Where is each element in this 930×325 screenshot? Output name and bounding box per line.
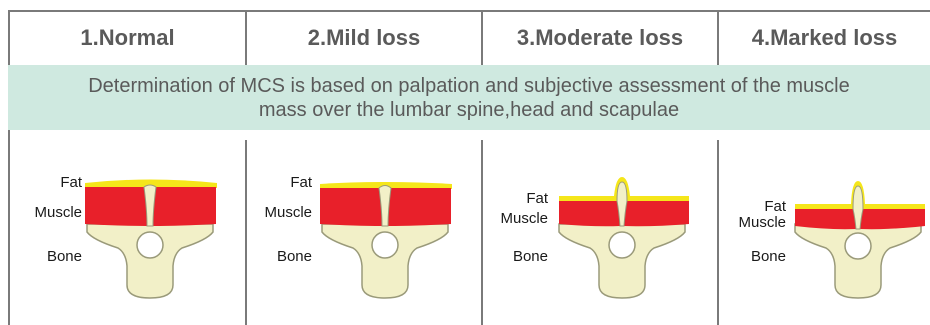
muscle-right <box>624 201 689 226</box>
panel-normal: Fat Muscle Bone <box>10 140 245 325</box>
banner-line-1: Determination of MCS is based on palpati… <box>88 74 850 98</box>
muscle-right <box>860 209 925 229</box>
spinal-canal <box>609 232 635 258</box>
muscle-right <box>153 187 216 226</box>
spine-cross-section <box>719 140 930 325</box>
muscle-left <box>559 201 620 226</box>
panel-moderate-loss: Fat Muscle Bone <box>483 140 717 325</box>
panel-marked-loss: Fat Muscle Bone <box>719 140 930 325</box>
banner-line-2: mass over the lumbar spine,head and scap… <box>88 98 850 122</box>
muscle-right <box>388 188 451 226</box>
assessment-description-banner: Determination of MCS is based on palpati… <box>8 65 930 130</box>
muscle-left <box>85 187 147 226</box>
column-header-normal: 1.Normal <box>10 12 245 64</box>
panel-mild-loss: Fat Muscle Bone <box>247 140 481 325</box>
spine-cross-section <box>247 140 481 325</box>
spinal-canal <box>137 232 163 258</box>
spine-cross-section <box>483 140 717 325</box>
muscle-left <box>320 188 382 226</box>
column-header-mild-loss: 2.Mild loss <box>247 12 481 64</box>
spinal-canal <box>845 233 871 259</box>
muscle-left <box>795 209 856 229</box>
column-header-moderate-loss: 3.Moderate loss <box>483 12 717 64</box>
column-header-marked-loss: 4.Marked loss <box>719 12 930 64</box>
spine-cross-section <box>10 140 245 325</box>
spinal-canal <box>372 232 398 258</box>
